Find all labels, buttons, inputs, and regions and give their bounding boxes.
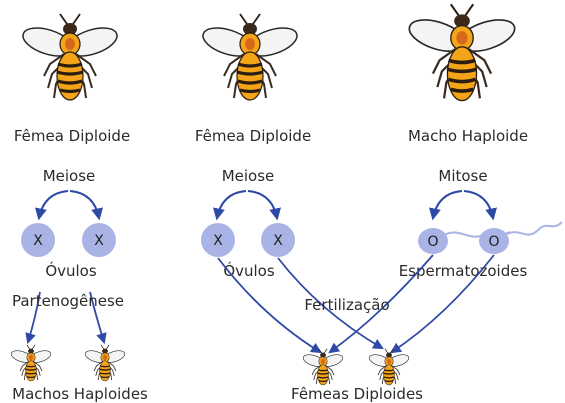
male-bee-icon: [406, 4, 519, 100]
split-arrow-right-a: [433, 191, 462, 218]
sperm-tail: [505, 222, 562, 235]
sperm-cell: O: [479, 228, 509, 254]
split-arrow-left-a: [39, 191, 68, 218]
result-label-right: Fêmeas Diploides: [291, 385, 423, 403]
diploid-female-bee-icon: [368, 349, 410, 385]
female-bee-icon-left: [20, 14, 121, 100]
svg-text:O: O: [488, 234, 499, 250]
title-female-left: Fêmea Diploide: [14, 127, 130, 145]
process-meiose-middle: Meiose: [222, 167, 275, 185]
svg-text:O: O: [427, 234, 438, 250]
haploid-male-bee-icon: [84, 345, 126, 381]
sperm-cell: O: [418, 228, 448, 254]
title-male: Macho Haploide: [408, 127, 528, 145]
svg-text:X: X: [213, 233, 223, 249]
result-label-left: Machos Haploides: [12, 385, 148, 403]
split-arrow-left-b: [70, 191, 99, 218]
egg-cell: X: [201, 223, 235, 257]
cells-label-eggs-middle: Óvulos: [223, 261, 275, 280]
haploid-male-bee-icon: [10, 345, 52, 381]
split-arrow-middle-a: [217, 191, 246, 218]
egg-cell: X: [261, 223, 295, 257]
cells-label-eggs-left: Óvulos: [45, 261, 97, 280]
diploid-female-bee-icon: [302, 349, 344, 385]
split-arrow-right-b: [464, 191, 493, 218]
svg-text:X: X: [273, 233, 283, 249]
egg-cell: X: [21, 223, 55, 257]
egg-cell: X: [82, 223, 116, 257]
split-arrow-middle-b: [248, 191, 277, 218]
title-female-middle: Fêmea Diploide: [195, 127, 311, 145]
female-bee-icon-middle: [200, 14, 301, 100]
svg-text:X: X: [33, 233, 43, 249]
process-mitose: Mitose: [438, 167, 487, 185]
parthenogenesis-label: Partenogênese: [12, 292, 124, 310]
fertilization-label: Fertilização: [304, 296, 389, 314]
svg-text:X: X: [94, 233, 104, 249]
process-meiose-left: Meiose: [43, 167, 96, 185]
